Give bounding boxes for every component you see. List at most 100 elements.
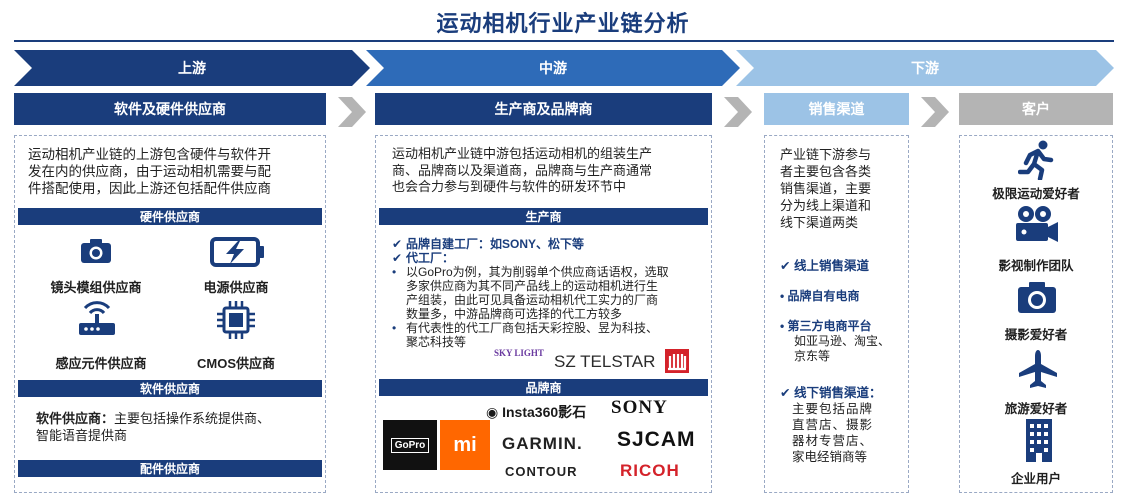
bullet-line: 产组装，由此可见具备运动相机代工实力的厂商	[406, 293, 659, 307]
airplane-icon	[1019, 350, 1057, 388]
bullet-dot: •	[780, 289, 788, 303]
offline-text-line: 家电经销商等	[792, 450, 868, 464]
software-text-line: 智能语音提供商	[36, 428, 128, 443]
midstream-intro: 运动相机产业链中游包括运动相机的组装生产 商、品牌商以及渠道商，品牌商与生产商通…	[392, 146, 710, 196]
runner-icon	[1018, 140, 1054, 180]
gopro-logo-text: GoPro	[390, 437, 430, 453]
midstream-label: 中游	[539, 60, 567, 76]
page-title: 运动相机行业产业链分析	[436, 11, 690, 36]
check-icon: ✔	[780, 259, 794, 273]
customer-travel: 旅游爱好者	[1004, 402, 1068, 416]
hardware-item-lens: 镜头模组供应商	[50, 280, 142, 295]
chevron-right-icon	[921, 97, 949, 127]
film-camera-icon	[1016, 206, 1058, 242]
bullet-own-factory: 品牌自建工厂：如SONY、松下等	[406, 237, 585, 251]
telstar-logo: SZ TELSTAR	[554, 352, 656, 371]
sales-header: 销售渠道	[764, 93, 909, 125]
third-party-item: • 第三方电商平台 如亚马逊、淘宝、 京东等	[780, 319, 890, 364]
mi-logo: mi	[440, 420, 490, 470]
ricoh-logo: RICOH	[620, 461, 680, 480]
sjcam-logo: SJCAM	[617, 428, 696, 451]
midstream-intro-line: 运动相机产业链中游包括运动相机的组装生产	[392, 146, 653, 161]
sales-intro: 产业链下游参与 者主要包含各类 销售渠道，主要 分为线上渠道和 线下渠道两类	[780, 146, 905, 231]
customer-extreme-sports: 极限运动爱好者	[992, 187, 1080, 201]
bullet-representative: 有代表性的代工厂商包括天彩控股、昱为科技、 聚芯科技等	[406, 321, 658, 349]
customer-enterprise: 企业用户	[1010, 472, 1061, 486]
offline-text-line: 主要包括品牌	[792, 402, 874, 416]
hardware-bar: 硬件供应商	[18, 208, 322, 225]
battery-icon	[210, 237, 264, 267]
check-icon: ✔	[392, 251, 403, 265]
bullet-line: 以GoPro为例，其为削弱单个供应商话语权，选取	[406, 265, 669, 279]
skylight-logo: SKY LIGHT	[494, 348, 544, 358]
midstream-intro-line: 也会合力参与到硬件与软件的研发环节中	[392, 179, 627, 194]
producer-bullets: ✔品牌自建工厂：如SONY、松下等 ✔代工厂： • 以GoPro为例，其为削弱单…	[392, 237, 707, 349]
offline-text-line: 器材专营店、	[792, 434, 874, 448]
sales-intro-line: 线下渠道两类	[780, 215, 859, 230]
upstream-intro-line: 件搭配使用，因此上游还包括配件供应商	[28, 181, 271, 196]
camera-icon	[1018, 282, 1056, 313]
upstream-intro: 运动相机产业链的上游包含硬件与软件开 发在内的供应商，由于运动相机需要与配 件搭…	[28, 146, 323, 197]
stage-arrows	[14, 50, 1114, 86]
sales-intro-line: 销售渠道，主要	[780, 181, 872, 196]
check-icon: ✔	[392, 237, 403, 251]
bullet-gopro: 以GoPro为例，其为削弱单个供应商话语权，选取 多家供应商为其不同产品线上的运…	[406, 265, 669, 321]
offline-channel-label: 线下销售渠道：	[793, 386, 882, 400]
offline-channel: ✔ 线下销售渠道： 主要包括品牌 直营店、摄影 器材专营店、 家电经销商等	[780, 385, 905, 465]
customer-photography: 摄影爱好者	[1004, 328, 1068, 342]
telstar-mark-icon	[665, 349, 689, 373]
sales-intro-line: 者主要包含各类	[780, 164, 872, 179]
sony-logo: SONY	[611, 397, 668, 418]
check-icon: ✔	[780, 386, 794, 400]
third-party-examples-line: 如亚马逊、淘宝、	[794, 334, 891, 348]
downstream-label: 下游	[911, 60, 939, 76]
upstream-arrow	[14, 50, 370, 86]
midstream-box	[375, 135, 712, 493]
customers-box	[959, 135, 1113, 493]
own-store-label: 品牌自有电商	[787, 289, 860, 303]
bullet-dot: •	[392, 265, 397, 279]
upstream-label: 上游	[178, 60, 206, 76]
upstream-header: 软件及硬件供应商	[14, 93, 326, 125]
upstream-box	[14, 135, 326, 493]
bullet-oem: 代工厂：	[406, 251, 455, 265]
bullet-dot: •	[780, 319, 788, 333]
insta360-logo-text: Insta360影石	[502, 404, 587, 420]
insta360-dot-icon: ◉	[486, 404, 499, 420]
software-label: 软件供应商：	[36, 411, 115, 426]
chip-icon	[217, 301, 255, 339]
bullet-line: 多家供应商为其不同产品线上的运动相机进行生	[406, 279, 659, 293]
chevron-right-icon	[338, 97, 366, 127]
title-underline	[14, 40, 1114, 42]
brand-bar: 品牌商	[379, 379, 708, 396]
mi-logo-text: mi	[453, 433, 477, 456]
own-store-item: • 品牌自有电商	[780, 287, 860, 304]
customers-header: 客户	[959, 93, 1113, 125]
hardware-item-sensor: 感应元件供应商	[55, 356, 147, 371]
midstream-intro-line: 商、品牌商以及渠道商，品牌商与生产商通常	[392, 162, 653, 178]
bullet-dot: •	[392, 321, 397, 335]
upstream-intro-line: 运动相机产业链的上游包含硬件与软件开	[28, 147, 271, 162]
sales-box	[764, 135, 909, 493]
third-party-examples-line: 京东等	[794, 349, 831, 363]
third-party-label: 第三方电商平台	[787, 319, 872, 333]
upstream-intro-line: 发在内的供应商，由于运动相机需要与配	[28, 164, 271, 179]
sales-intro-line: 分为线上渠道和	[780, 198, 872, 213]
garmin-logo: GARMIN.	[502, 434, 583, 453]
midstream-header: 生产商及品牌商	[375, 93, 712, 125]
contour-logo: CONTOUR	[505, 464, 578, 479]
hardware-item-power: 电源供应商	[203, 280, 269, 295]
software-text-line: 主要包括操作系统提供商、	[114, 411, 271, 426]
camera-icon	[81, 239, 111, 263]
downstream-arrow	[736, 50, 1114, 86]
producer-bar: 生产商	[379, 208, 708, 225]
customer-film-team: 影视制作团队	[998, 259, 1074, 273]
sales-intro-line: 产业链下游参与	[780, 147, 872, 162]
hardware-item-cmos: CMOS供应商	[196, 356, 275, 371]
bullet-line: 聚芯科技等	[406, 335, 467, 349]
building-icon	[1026, 419, 1052, 462]
gopro-logo: GoPro	[383, 420, 437, 470]
online-channel: ✔ 线上销售渠道	[780, 255, 869, 274]
online-channel-label: 线上销售渠道	[793, 259, 869, 273]
software-bar: 软件供应商	[18, 380, 322, 397]
